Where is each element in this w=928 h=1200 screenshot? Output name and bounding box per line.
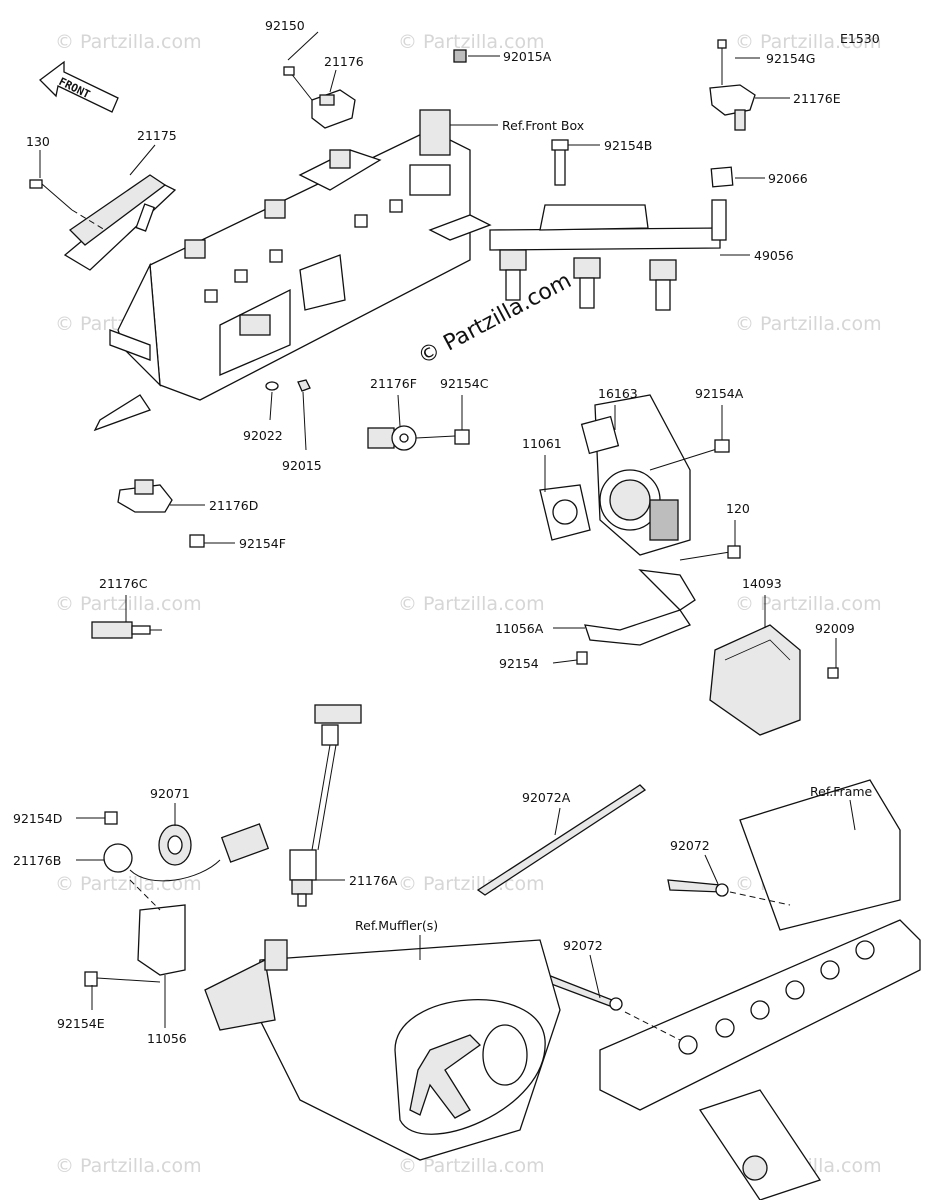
bolt-92154c (454, 429, 470, 445)
bolt-120 (679, 545, 741, 561)
label-49056: 49056 (754, 248, 794, 263)
label-120: 120 (726, 501, 750, 516)
bracket-11056a (584, 609, 691, 646)
watermark: © Partzilla.com (735, 313, 882, 335)
sensor-21176f (367, 425, 417, 451)
nut-92015 (297, 379, 311, 392)
label-92022: 92022 (243, 428, 283, 443)
label-92071: 92071 (150, 786, 190, 801)
front-arrow-icon: FRONT (39, 60, 119, 113)
label-92072-a: 92072 (670, 838, 710, 853)
label-92072-b: 92072 (563, 938, 603, 953)
label-11061: 11061 (522, 436, 562, 451)
injector-3 (649, 259, 677, 311)
bolt-92154f (189, 534, 205, 548)
sensor-21176b (103, 823, 270, 882)
bolt-92154 (576, 651, 588, 665)
watermark: © Partzilla.com (55, 1155, 202, 1177)
sensor-21176e (709, 39, 756, 131)
sensor-21176c (91, 621, 162, 639)
label-21176: 21176 (324, 54, 364, 69)
bolt-92154a (649, 439, 730, 471)
clip-92015a (453, 49, 467, 63)
ecu-21175 (63, 174, 177, 271)
muffler (204, 939, 561, 1161)
screw-92009 (827, 667, 839, 679)
label-92015a: 92015A (503, 49, 552, 64)
tie-92072a (476, 784, 647, 896)
leader-lines (39, 31, 856, 1028)
label-21176b: 21176B (13, 853, 61, 868)
injector-2 (573, 257, 601, 309)
label-16163: 16163 (598, 386, 638, 401)
label-92154g: 92154G (766, 51, 815, 66)
label-21176f: 21176F (370, 376, 417, 391)
watermark: © Partzilla.com (735, 31, 882, 53)
ref-mufflers: Ref.Muffler(s) (355, 918, 438, 933)
label-92154f: 92154F (239, 536, 286, 551)
ref-front-box: Ref.Front Box (502, 118, 584, 133)
watermark: © Partzilla.com (55, 593, 202, 615)
sensor-21176 (311, 89, 356, 129)
label-11056a: 11056A (495, 621, 544, 636)
label-21176a: 21176A (349, 873, 398, 888)
cover-14093 (709, 624, 801, 736)
watermark: © Partzilla.com (55, 31, 202, 53)
bolt-130 (29, 179, 73, 211)
frame-assembly (599, 779, 921, 1200)
ref-frame: Ref.Frame (810, 784, 873, 799)
bolt-92154e (84, 971, 98, 987)
watermark: © Partzilla.com (55, 873, 202, 895)
label-92154a: 92154A (695, 386, 744, 401)
watermark: © Partzilla.com (398, 593, 545, 615)
sensor-21176d (117, 479, 173, 513)
label-21175: 21175 (137, 128, 177, 143)
o2-sensor-21176a (289, 704, 362, 907)
label-21176d: 21176D (209, 498, 258, 513)
washer-92022 (265, 381, 279, 391)
label-92154: 92154 (499, 656, 539, 671)
front-box-assembly (93, 109, 492, 432)
label-92150: 92150 (265, 18, 305, 33)
label-92154b: 92154B (604, 138, 652, 153)
bracket-11056 (137, 904, 186, 976)
part-labels: 92150 21176 92015A 92154G 21176E 130 211… (13, 18, 873, 1046)
label-92072a: 92072A (522, 790, 571, 805)
injector-1 (499, 249, 527, 301)
label-92009: 92009 (815, 621, 855, 636)
label-92154c: 92154C (440, 376, 489, 391)
grommet-92071 (158, 824, 192, 866)
watermark: © Partzilla.com (398, 1155, 545, 1177)
label-92154d: 92154D (13, 811, 62, 826)
label-130: 130 (26, 134, 50, 149)
label-92015: 92015 (282, 458, 322, 473)
label-11056: 11056 (147, 1031, 187, 1046)
label-21176e: 21176E (793, 91, 841, 106)
watermark-center: © Partzilla.com (414, 268, 576, 370)
label-92066: 92066 (768, 171, 808, 186)
watermark: © Partzilla.com (398, 31, 545, 53)
label-21176c: 21176C (99, 576, 148, 591)
watermark: © Partzilla.com (735, 593, 882, 615)
watermark: © Partzilla.com (398, 873, 545, 895)
fuel-rail-49056 (489, 139, 734, 251)
bolt-92154d (104, 811, 118, 825)
gasket-11061 (539, 484, 591, 541)
label-92154e: 92154E (57, 1016, 105, 1031)
throttle-body-16163 (580, 394, 691, 556)
tie-92072-a (667, 879, 723, 893)
diagram-code: E1530 (840, 31, 880, 46)
label-14093: 14093 (742, 576, 782, 591)
